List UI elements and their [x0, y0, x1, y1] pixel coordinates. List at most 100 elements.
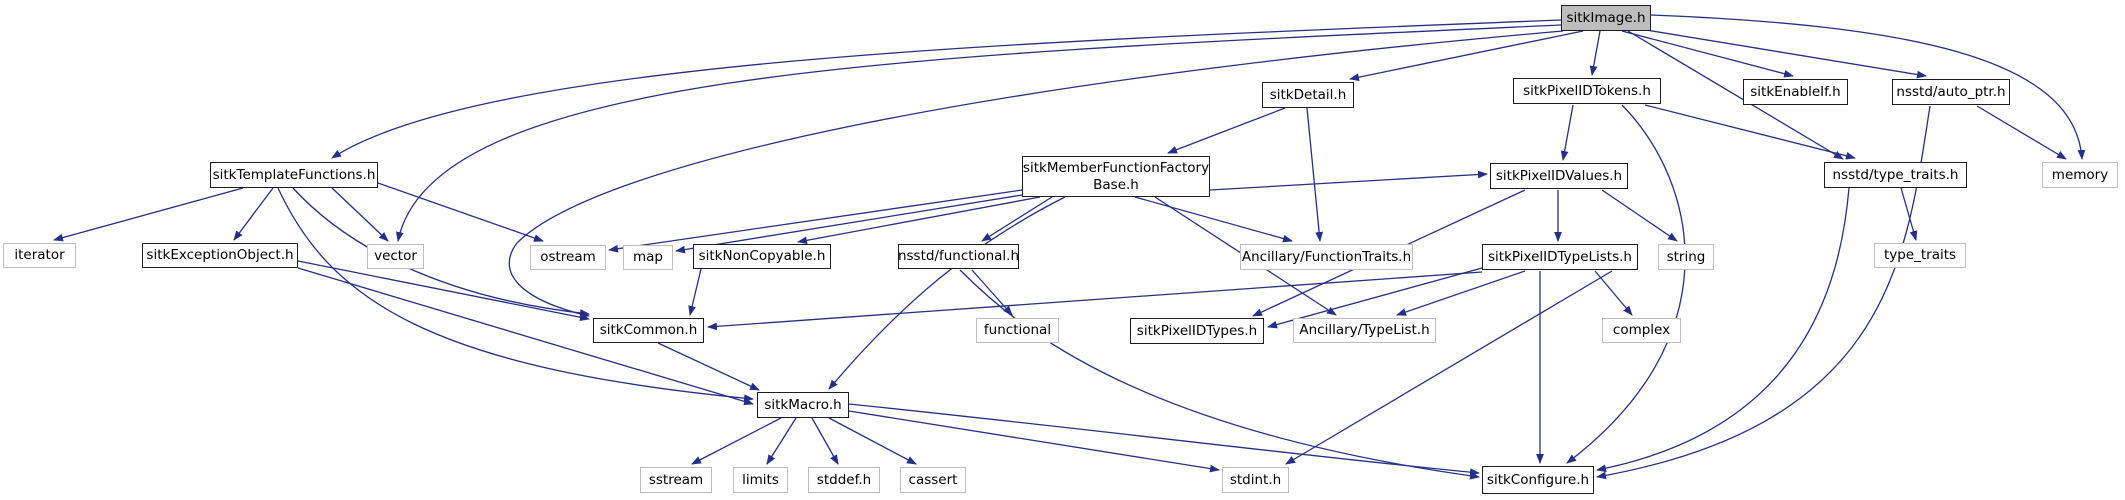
- node-label-limits: limits: [742, 471, 779, 488]
- edge-base-noncopy: [797, 196, 1041, 245]
- node-nttraits[interactable]: nsstd/type_traits.h: [1824, 162, 1967, 188]
- edge-tmpl-vector: [331, 187, 389, 242]
- edge-noncopy-common: [688, 268, 702, 316]
- edge-image-common: [508, 30, 1564, 318]
- edge-tmpl-macro: [277, 187, 754, 403]
- edge-autoptr-memory: [1976, 105, 2067, 160]
- edge-image-memory: [1650, 14, 2086, 160]
- node-noncopy[interactable]: sitkNonCopyable.h: [693, 244, 831, 269]
- node-tmpl[interactable]: sitkTemplateFunctions.h: [210, 162, 378, 188]
- edge-image-nttraits: [1627, 30, 1844, 160]
- edge-typelists-complex: [1594, 270, 1633, 316]
- node-label-values: sitkPixelIDValues.h: [1495, 167, 1623, 184]
- node-configure[interactable]: sitkConfigure.h: [1482, 466, 1594, 494]
- node-sstream: sstream: [640, 467, 712, 493]
- node-label-ftraits: Ancillary/FunctionTraits.h: [1241, 248, 1412, 265]
- node-complex: complex: [1602, 318, 1681, 343]
- node-label-vector: vector: [374, 248, 417, 265]
- edge-tmpl-iterator: [53, 187, 244, 242]
- node-label-exception: sitkExceptionObject.h: [146, 247, 294, 264]
- edge-image-detail: [1349, 30, 1584, 82]
- node-label-memory: memory: [2051, 166, 2109, 183]
- node-label-typelists: sitkPixelIDTypeLists.h: [1488, 248, 1632, 265]
- edge-detail-ftraits: [1306, 107, 1324, 242]
- node-common[interactable]: sitkCommon.h: [593, 318, 704, 343]
- node-tokens[interactable]: sitkPixelIDTokens.h: [1513, 78, 1661, 104]
- node-ftraits: Ancillary/FunctionTraits.h: [1240, 244, 1413, 270]
- node-label-base: sitkMemberFunctionFactory Base.h: [1022, 159, 1210, 193]
- node-label-ostream: ostream: [540, 249, 596, 266]
- node-map: map: [623, 245, 673, 270]
- node-label-nfunctional: nsstd/functional.h: [897, 248, 1020, 265]
- node-label-nttraits: nsstd/type_traits.h: [1832, 166, 1959, 183]
- edge-nfunctional-functional: [971, 269, 1013, 316]
- node-stddef: stddef.h: [808, 467, 880, 493]
- edge-image-enableif: [1621, 30, 1794, 78]
- edge-image-autoptr: [1639, 28, 1927, 79]
- edge-macro-cassert: [828, 417, 917, 465]
- edge-common-macro: [657, 342, 760, 391]
- edge-base-values: [1209, 170, 1488, 191]
- node-label-noncopy: sitkNonCopyable.h: [698, 248, 826, 265]
- edge-base-nfunctional: [981, 196, 1053, 242]
- node-label-ptypes: sitkPixelIDTypes.h: [1136, 322, 1258, 339]
- node-nfunctional[interactable]: nsstd/functional.h: [898, 244, 1019, 269]
- edge-typelists-common: [707, 271, 1483, 331]
- edge-typelists-stdint: [1285, 270, 1613, 465]
- node-label-cassert: cassert: [908, 471, 958, 488]
- edge-base-ftraits: [1134, 196, 1293, 243]
- edge-tokens-configure: [1566, 104, 1686, 464]
- node-ptypes[interactable]: sitkPixelIDTypes.h: [1130, 318, 1264, 344]
- node-label-detail: sitkDetail.h: [1269, 86, 1347, 103]
- node-macro[interactable]: sitkMacro.h: [757, 392, 849, 418]
- edge-image-tmpl: [331, 19, 1562, 159]
- node-cassert: cassert: [900, 467, 966, 493]
- edge-tmpl-exception: [233, 187, 274, 241]
- node-label-sstream: sstream: [648, 471, 704, 488]
- node-autoptr[interactable]: nsstd/auto_ptr.h: [1892, 79, 2010, 105]
- node-label-typelist: Ancillary/TypeList.h: [1299, 322, 1430, 339]
- edge-image-tokens: [1589, 30, 1601, 76]
- node-detail[interactable]: sitkDetail.h: [1262, 82, 1354, 108]
- node-values[interactable]: sitkPixelIDValues.h: [1490, 163, 1628, 189]
- node-enableif[interactable]: sitkEnableIf.h: [1743, 79, 1848, 105]
- node-vector: vector: [367, 244, 424, 269]
- edge-tokens-values: [1560, 104, 1574, 161]
- edge-values-string: [1601, 189, 1678, 242]
- node-memory: memory: [2042, 162, 2118, 188]
- node-label-configure: sitkConfigure.h: [1486, 471, 1590, 488]
- node-label-functional: functional: [983, 322, 1052, 339]
- node-stdint: stdint.h: [1222, 467, 1289, 493]
- edge-base-ostream: [608, 189, 1023, 253]
- edge-typelists-typelist: [1396, 270, 1526, 316]
- edge-nttraits-ttraits: [1900, 187, 1918, 241]
- edge-macro-configure: [848, 403, 1480, 477]
- node-iterator: iterator: [3, 243, 76, 268]
- node-base[interactable]: sitkMemberFunctionFactory Base.h: [1022, 156, 1210, 197]
- node-label-common: sitkCommon.h: [599, 322, 698, 339]
- node-label-ttraits: type_traits: [1883, 247, 1957, 264]
- edge-exception-macro: [297, 267, 754, 406]
- edge-tmpl-ostream: [377, 182, 544, 242]
- node-label-enableif: sitkEnableIf.h: [1750, 83, 1841, 100]
- node-image[interactable]: sitkImage.h: [1561, 5, 1651, 31]
- node-typelists[interactable]: sitkPixelIDTypeLists.h: [1482, 244, 1638, 270]
- node-typelist: Ancillary/TypeList.h: [1293, 318, 1436, 343]
- node-label-image: sitkImage.h: [1566, 9, 1646, 26]
- edge-macro-stdint: [848, 410, 1220, 473]
- node-exception[interactable]: sitkExceptionObject.h: [142, 243, 298, 268]
- node-label-iterator: iterator: [14, 247, 65, 264]
- node-label-complex: complex: [1612, 322, 1671, 339]
- edge-nfunctional-configure: [959, 269, 1480, 480]
- edge-exception-common: [297, 260, 590, 322]
- edge-macro-stddef: [811, 417, 839, 465]
- edge-image-vector: [395, 24, 1562, 242]
- edge-typelists-ptypes: [1267, 267, 1483, 329]
- edge-macro-sstream: [691, 417, 782, 465]
- node-label-tmpl: sitkTemplateFunctions.h: [212, 166, 376, 183]
- node-limits: limits: [733, 467, 788, 493]
- edge-base-map: [675, 194, 1023, 254]
- node-label-stddef: stddef.h: [816, 471, 872, 488]
